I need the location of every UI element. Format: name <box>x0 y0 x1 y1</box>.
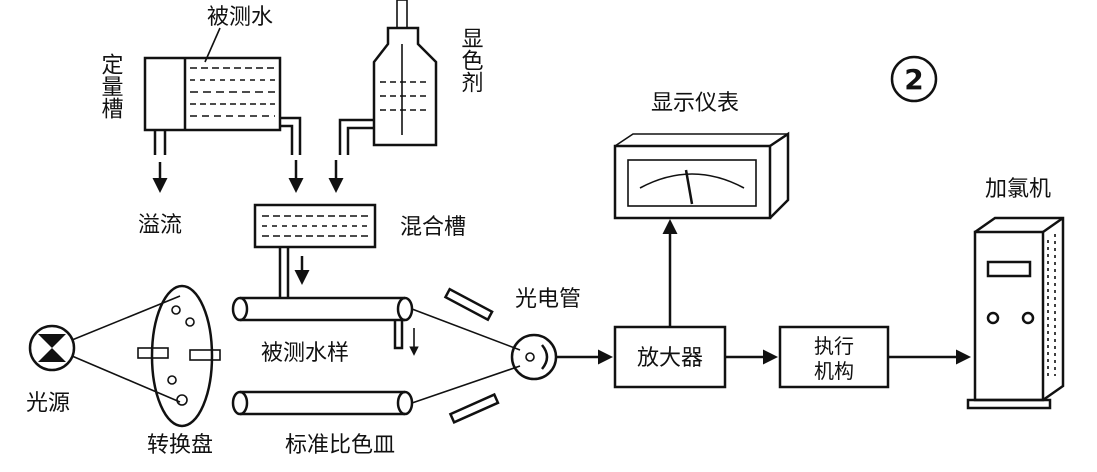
standard-dish <box>231 390 414 416</box>
turntable-label: 转换盘 <box>147 433 213 458</box>
overflow-label: 溢流 <box>138 213 182 238</box>
actuator-label-line1: 执行 <box>814 334 854 358</box>
test-water-label: 被测水 <box>207 5 273 30</box>
amplifier-label: 放大器 <box>637 346 703 371</box>
light-source <box>28 324 76 372</box>
constant-tank-label: 定量槽 <box>98 53 124 119</box>
beam-to-photocell-upper <box>411 308 521 351</box>
light-beam-lower <box>71 355 181 403</box>
chlorinator <box>966 216 1065 410</box>
upper-mirror <box>443 287 494 322</box>
figure-number-badge: 2 <box>890 55 938 103</box>
turntable <box>137 284 221 428</box>
actuator-label-line2: 机构 <box>814 359 854 383</box>
sample-tube-label: 被测水样 <box>261 341 349 366</box>
chlorinator-label: 加氯机 <box>985 177 1051 202</box>
photocell <box>510 333 558 381</box>
reagent-bottle <box>338 0 438 155</box>
standard-dish-label: 标准比色皿 <box>285 433 395 458</box>
mixing-tank <box>253 203 377 298</box>
lower-mirror <box>448 392 500 424</box>
constant-volume-tank <box>143 56 302 155</box>
display-meter-label: 显示仪表 <box>651 91 739 116</box>
test-water-leader <box>204 27 221 63</box>
photocell-label: 光电管 <box>515 287 581 312</box>
reagent-label: 显色剂 <box>458 27 484 93</box>
figure-number: 2 <box>904 63 923 96</box>
light-source-label: 光源 <box>26 391 70 416</box>
sample-tube <box>231 296 414 350</box>
beam-to-photocell-lower <box>411 365 521 404</box>
mixing-tank-label: 混合槽 <box>400 215 466 240</box>
display-meter <box>613 131 790 220</box>
